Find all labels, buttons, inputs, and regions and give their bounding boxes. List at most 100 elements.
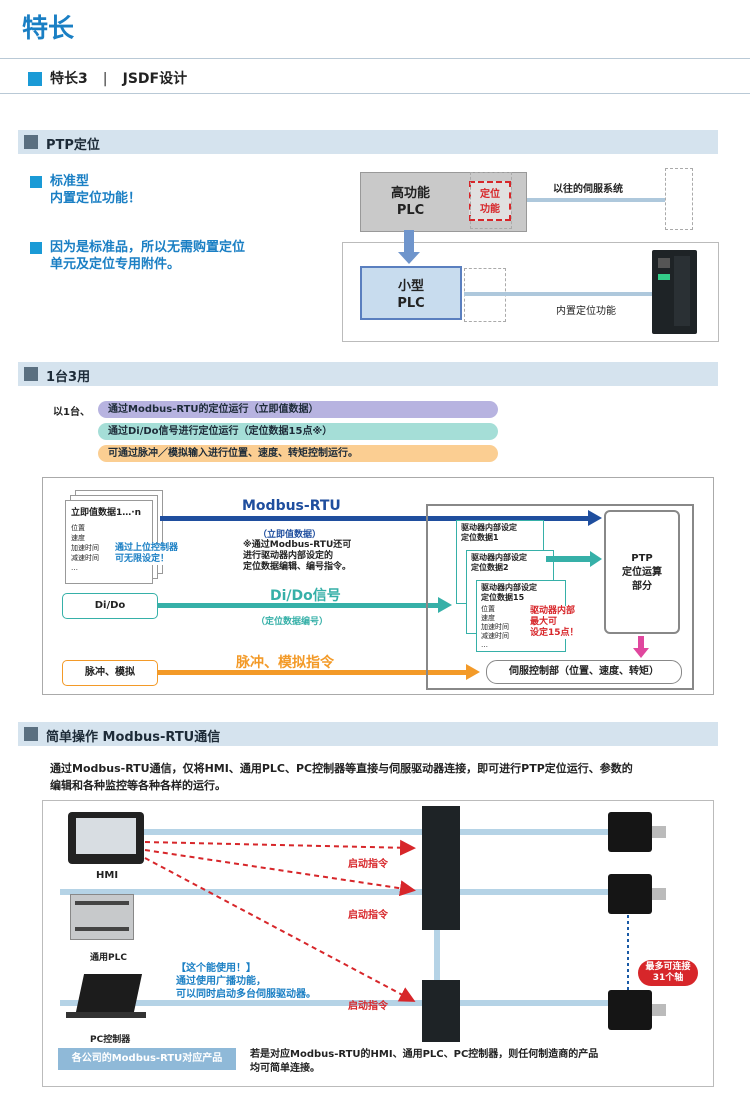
servo-motor-1 <box>608 812 652 852</box>
position-function-line1: 定位 <box>480 189 500 200</box>
ptp-calc-box: PTP 定位运算 部分 <box>604 510 680 634</box>
data-sheet-items: 位置速度加速时间减速时间… <box>71 523 99 573</box>
internal-note-line2: 最大可 <box>530 617 558 627</box>
down-arrow-icon <box>398 252 420 264</box>
modbus-note-line2: 进行驱动器内部设定的 <box>243 551 334 561</box>
bullet-square-icon <box>30 242 42 254</box>
servo-drive-image <box>652 250 697 334</box>
modbus-note-line3: 定位数据编辑、编号指令。 <box>243 562 352 572</box>
callout-line3: 可以同时启动多台伺服驱动器。 <box>176 989 316 1000</box>
card1-sub: 定位数据1 <box>461 533 499 542</box>
modbus-note-line1: ※通过Modbus-RTU还可 <box>243 540 352 550</box>
footer-line1: 若是对应Modbus-RTU的HMI、通用PLC、PC控制器，则任何制造商的产品 <box>250 1049 599 1060</box>
high-plc-label: 高功能 PLC <box>391 185 430 219</box>
mode-pill-modbus: 通过Modbus-RTU的定位运行（立即值数据） <box>98 401 498 418</box>
max-axes-badge: 最多可连接 31个轴 <box>638 960 698 986</box>
callout-line1: 【这个能使用！】 <box>176 963 256 974</box>
data-sheet-title: 立即值数据1…·n <box>71 508 142 518</box>
ptp-bullet2-line2: 单元及定位专用附件。 <box>50 257 181 272</box>
ptp-bullet1-line2: 内置定位功能！ <box>50 191 142 206</box>
section-square-icon <box>24 727 38 741</box>
motor-shaft-1 <box>652 826 666 838</box>
card-item: … <box>481 641 488 649</box>
bus-line-1 <box>140 829 620 835</box>
feature-name: JSDF设计 <box>122 71 188 87</box>
start-command-label-1: 启动指令 <box>348 859 388 870</box>
card15-items: 位置速度加速时间减速时间… <box>481 605 509 650</box>
section-ptp-bar: PTP定位 <box>18 130 718 154</box>
ptp-calc-line1: PTP <box>631 553 653 564</box>
dido-arrow-head-icon <box>438 597 452 613</box>
card-to-ptp-head-icon <box>590 551 602 567</box>
plc-label: 通用PLC <box>90 953 127 963</box>
immediate-data-label: （立即值数据） <box>258 530 322 540</box>
card15-sub: 定位数据15 <box>481 593 525 602</box>
ptp-calc-line2: 定位运算 <box>622 567 662 578</box>
pulse-arrow-line <box>157 670 469 675</box>
high-plc-line2: PLC <box>396 203 425 218</box>
modbus-label: Modbus-RTU <box>242 498 341 514</box>
plc-dashed-slot <box>470 172 512 229</box>
section-three-bar: 1台3用 <box>18 362 718 386</box>
card2-title: 驱动器内部设定 <box>471 553 527 562</box>
pc-base <box>66 1012 146 1018</box>
ptp-bullet2: 因为是标准品，所以无需购置定位 单元及定位专用附件。 <box>50 239 245 273</box>
modbus-arrow-line <box>160 516 590 521</box>
modbus-note: ※通过Modbus-RTU还可 进行驱动器内部设定的 定位数据编辑、编号指令。 <box>243 540 351 573</box>
start-command-label-2: 启动指令 <box>348 910 388 921</box>
callout-line2: 通过使用广播功能， <box>176 976 266 987</box>
card-item: 减速时间 <box>481 632 509 640</box>
internal-note-line3: 设定15点！ <box>530 628 579 638</box>
simple-para-line1: 通过Modbus-RTU通信，仅将HMI、通用PLC、PC控制器等直接与伺服驱动… <box>50 762 633 775</box>
data-sheet-item: … <box>71 564 78 572</box>
ptp-down-line <box>638 636 644 650</box>
section-three-title: 1台3用 <box>46 370 91 385</box>
servo-motor-2 <box>608 874 652 914</box>
section-square-icon <box>24 367 38 381</box>
card2-sub: 定位数据2 <box>471 563 509 572</box>
position-data-number-label: （定位数据编号） <box>256 617 329 627</box>
section-simple-title: 简单操作 Modbus-RTU通信 <box>46 730 221 745</box>
servo-drive-1 <box>422 806 460 868</box>
bullet-square-icon <box>30 176 42 188</box>
section-ptp-title: PTP定位 <box>46 138 100 153</box>
upper-note-line1: 通过上位控制器 <box>115 543 179 553</box>
bus-vertical <box>434 820 440 1040</box>
card1-title: 驱动器内部设定 <box>461 523 517 532</box>
three-diagram-frame <box>42 477 714 695</box>
motor-shaft-2 <box>652 888 666 900</box>
pulse-command-label: 脉冲、模拟指令 <box>236 655 334 671</box>
bus-line-3 <box>60 1000 620 1006</box>
old-servo-dashed-box <box>665 168 693 230</box>
servo-drive-3 <box>422 980 460 1042</box>
data-sheet-item: 速度 <box>71 534 85 542</box>
hmi-image <box>68 812 144 864</box>
new-system-frame <box>342 242 719 342</box>
builtin-function-label: 内置定位功能 <box>556 306 616 317</box>
modbus-arrow-head-icon <box>588 510 602 526</box>
feature-square-icon <box>28 68 42 87</box>
page-title: 特长 <box>22 14 75 44</box>
servo-drive-2 <box>422 868 460 930</box>
card-item: 加速时间 <box>481 623 509 631</box>
servo-line <box>464 292 654 296</box>
network-frame <box>42 800 714 1087</box>
small-plc-box: 小型 PLC <box>360 266 462 320</box>
ptp-bullet1-line1: 标准型 <box>50 174 90 189</box>
mode-pill-dido: 通过Di/Do信号进行定位运行（定位数据15点※） <box>98 423 498 440</box>
pos-card-15: 驱动器内部设定 定位数据15 位置速度加速时间减速时间… <box>476 580 566 652</box>
max-line2: 31个轴 <box>652 973 684 983</box>
servo-motor-3 <box>608 990 652 1030</box>
data-sheet-front: 立即值数据1…·n 位置速度加速时间减速时间… <box>65 500 153 584</box>
plc-image <box>70 894 134 940</box>
three-prefix: 以1台、 <box>53 407 90 418</box>
dido-signal-label: Di/Do信号 <box>270 588 341 604</box>
ptp-bullet2-line1: 因为是标准品，所以无需购置定位 <box>50 240 246 255</box>
pulse-arrow-head-icon <box>466 664 480 680</box>
section-square-icon <box>24 135 38 149</box>
card15-title: 驱动器内部设定 <box>481 583 537 592</box>
footer-note: 若是对应Modbus-RTU的HMI、通用PLC、PC控制器，则任何制造商的产品… <box>250 1048 598 1076</box>
simple-paragraph: 通过Modbus-RTU通信，仅将HMI、通用PLC、PC控制器等直接与伺服驱动… <box>50 760 720 794</box>
old-system-label: 以往的伺服系统 <box>553 184 623 195</box>
motor-shaft-3 <box>652 1004 666 1016</box>
